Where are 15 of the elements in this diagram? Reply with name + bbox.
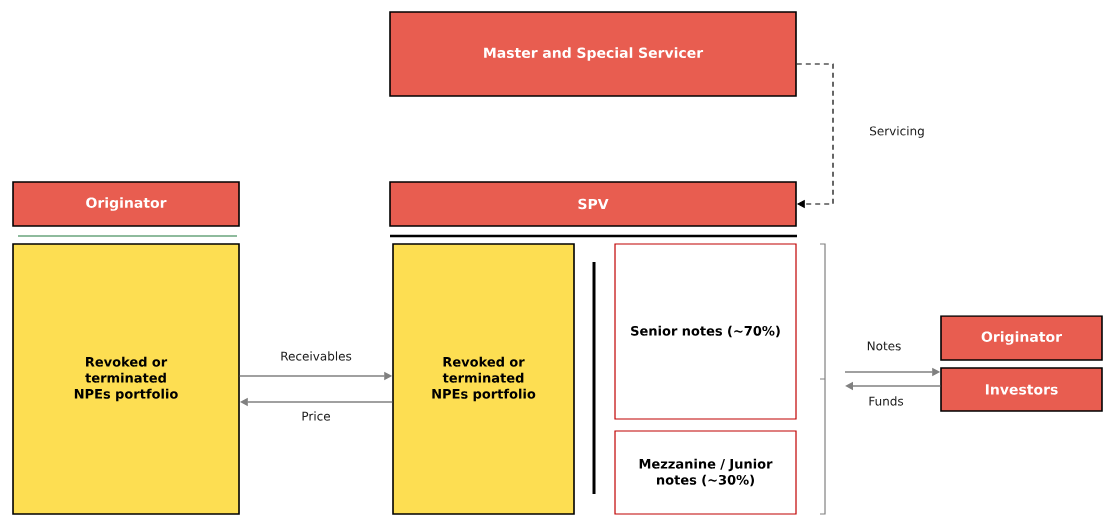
- role-box: Originator: [940, 315, 1103, 361]
- edge-label: Servicing: [868, 125, 926, 139]
- edge-label: Funds: [867, 395, 905, 407]
- role-box: Investors: [940, 367, 1103, 412]
- role-box: SPV: [389, 181, 797, 227]
- edge-label: Price: [300, 410, 332, 422]
- portfolio-box: Revoked or terminated NPEs portfolio: [12, 243, 240, 515]
- arrow: [796, 63, 834, 209]
- notes-box: Mezzanine / Junior notes (~30%): [614, 430, 797, 515]
- edge-label: Notes: [865, 340, 903, 352]
- edge-label: Receivables: [279, 350, 353, 362]
- portfolio-box: Revoked or terminated NPEs portfolio: [392, 243, 575, 515]
- role-box: Master and Special Servicer: [389, 11, 797, 97]
- role-box: Originator: [12, 181, 240, 227]
- notes-box: Senior notes (~70%): [614, 243, 797, 420]
